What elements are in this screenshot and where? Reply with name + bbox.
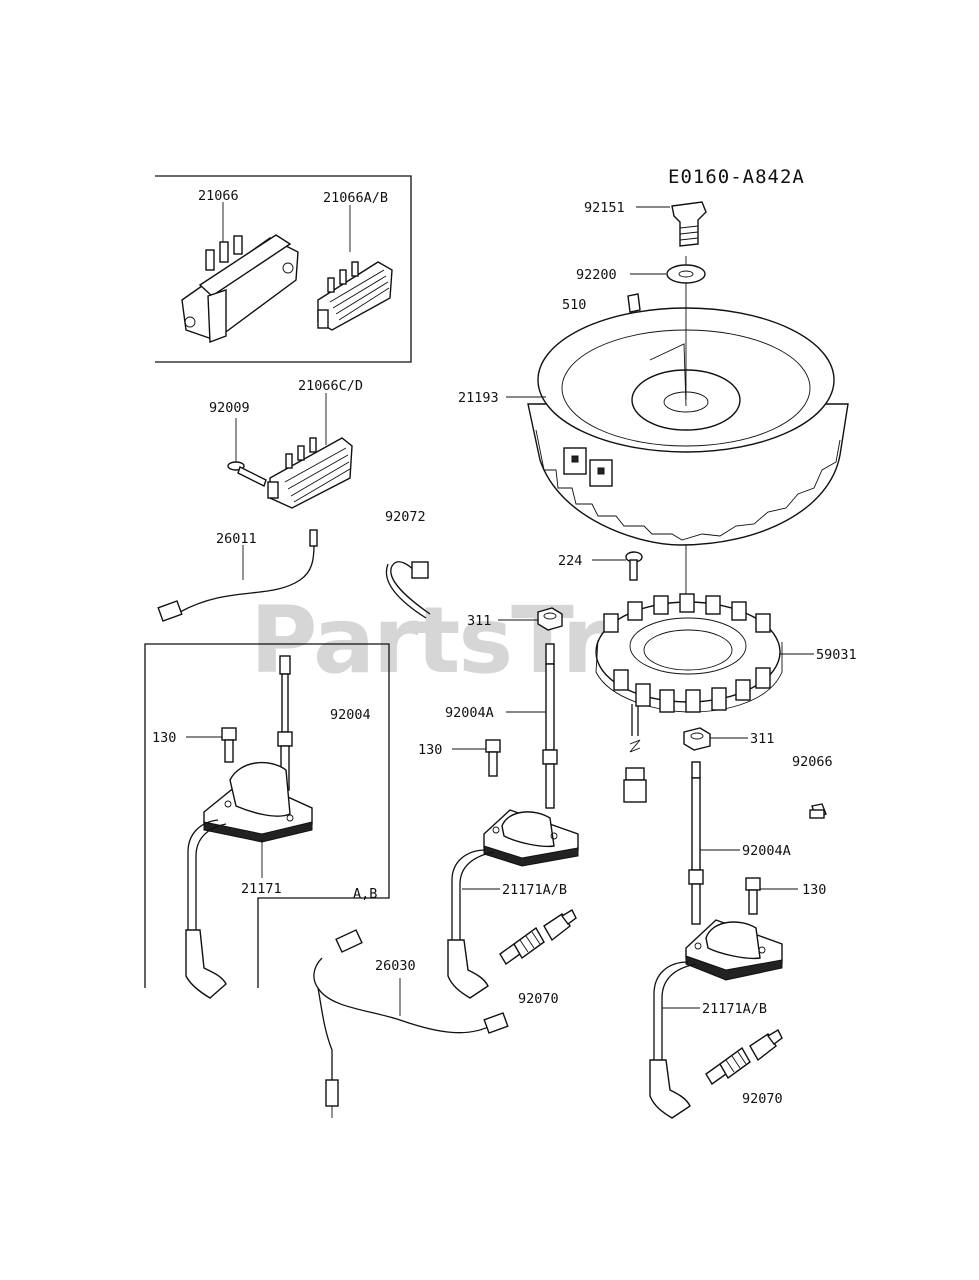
callout-92066: 92066 [792, 754, 833, 770]
spark-plug-92070-right[interactable] [705, 1029, 783, 1086]
callout-311-right: 311 [750, 731, 774, 747]
stud-92004-left[interactable] [277, 655, 293, 791]
callout-130-right: 130 [802, 882, 826, 898]
callout-311-center: 311 [467, 613, 491, 629]
regulator-21066AB[interactable] [317, 205, 393, 331]
leader-lines [186, 206, 814, 1009]
lead-wire-26030[interactable] [313, 929, 509, 1118]
callout-21066AB: 21066A/B [323, 190, 388, 206]
callout-26011: 26011 [216, 531, 257, 547]
ignition-coil-21171[interactable] [185, 761, 313, 999]
nut-311-right[interactable] [683, 727, 711, 751]
callout-92200: 92200 [576, 267, 617, 283]
screw-92009[interactable] [227, 418, 267, 487]
callout-92004: 92004 [330, 707, 371, 723]
callout-92004A-right: 92004A [742, 843, 791, 859]
callout-26030: 26030 [375, 958, 416, 974]
callout-21193: 21193 [458, 390, 499, 406]
ignition-coil-21171AB-right[interactable] [649, 919, 783, 1119]
lead-wire-26011[interactable] [157, 529, 318, 622]
callout-21171AB-right: 21171A/B [702, 1001, 767, 1017]
callout-92072: 92072 [385, 509, 426, 525]
stud-92004A-right[interactable] [688, 761, 704, 925]
stud-92004A-center[interactable] [542, 643, 558, 809]
regulator-group-box [155, 175, 412, 363]
ignition-coil-21171AB-center[interactable] [447, 809, 579, 999]
connector-92072[interactable] [385, 561, 431, 619]
spark-plug-92070-center[interactable] [499, 909, 577, 966]
callout-92004A-center: 92004A [445, 705, 494, 721]
callout-21066: 21066 [198, 188, 239, 204]
callout-59031: 59031 [816, 647, 857, 663]
diagram-code: E0160-A842A [668, 166, 805, 188]
coil-group-box [144, 643, 390, 988]
callout-AB: A,B [353, 886, 377, 902]
bolt-130-right[interactable] [745, 877, 761, 915]
bolt-224[interactable] [625, 551, 643, 581]
callout-92151: 92151 [584, 200, 625, 216]
callout-21171: 21171 [241, 881, 282, 897]
callout-510: 510 [562, 297, 586, 313]
callout-130-left: 130 [152, 730, 176, 746]
regulator-21066[interactable] [181, 202, 299, 343]
nut-311-center[interactable] [537, 607, 563, 631]
stator-59031[interactable] [595, 593, 783, 803]
bolt-130-left[interactable] [221, 727, 237, 763]
callout-21066CD: 21066C/D [298, 378, 363, 394]
callout-92070-center: 92070 [518, 991, 559, 1007]
callout-224: 224 [558, 553, 582, 569]
key-510[interactable] [627, 293, 641, 313]
nut-92066[interactable] [809, 803, 827, 819]
callout-21171AB-center: 21171A/B [502, 882, 567, 898]
bolt-130-center[interactable] [485, 739, 501, 777]
callout-92070-right: 92070 [742, 1091, 783, 1107]
callout-92009: 92009 [209, 400, 250, 416]
callout-130-center: 130 [418, 742, 442, 758]
flywheel-21193[interactable] [527, 307, 849, 546]
washer-92200[interactable] [666, 264, 706, 284]
regulator-21066CD[interactable] [267, 393, 353, 509]
